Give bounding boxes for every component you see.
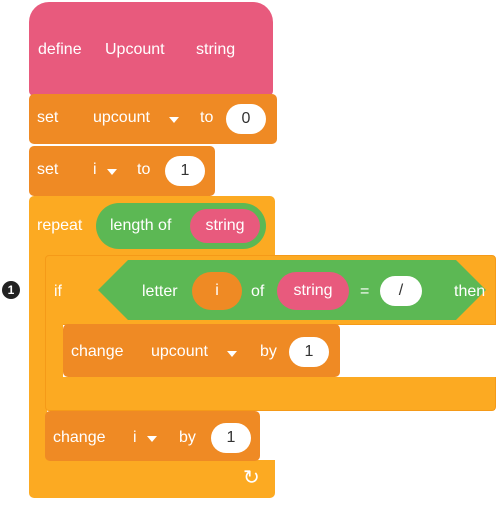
if-bottom-arm — [45, 377, 496, 411]
variable-dropdown-i[interactable]: i — [123, 420, 167, 454]
variable-dropdown-upcount[interactable]: upcount — [83, 102, 191, 136]
variable-name: upcount — [93, 109, 150, 126]
set-upcount-block[interactable]: set upcount to 0 — [29, 94, 277, 144]
loop-arrow-icon: ↻ — [243, 467, 260, 489]
to-label: to — [137, 161, 151, 178]
step-marker: 1 — [2, 281, 20, 299]
compare-value-input[interactable]: / — [380, 276, 422, 306]
variable-dropdown-upcount[interactable]: upcount — [141, 334, 245, 368]
chevron-down-icon — [227, 351, 237, 357]
then-keyword: then — [454, 283, 486, 300]
repeat-keyword: repeat — [37, 217, 83, 234]
define-block[interactable]: define Upcount string — [29, 2, 273, 96]
chevron-down-icon — [169, 117, 179, 123]
to-label: to — [200, 109, 214, 126]
string-argument[interactable]: string — [190, 209, 260, 243]
repeat-bottom-arm: ↻ — [29, 460, 275, 498]
change-upcount-block[interactable]: change upcount by 1 — [63, 324, 340, 377]
define-keyword: define — [38, 41, 82, 58]
value-input[interactable]: 0 — [226, 104, 266, 134]
variable-name: i — [93, 161, 97, 178]
variable-dropdown-i[interactable]: i — [83, 154, 127, 188]
define-param: string — [196, 41, 236, 58]
by-label: by — [260, 343, 277, 360]
if-block[interactable]: if letter i of string = / then — [45, 255, 496, 325]
repeat-left-arm — [29, 255, 47, 465]
if-keyword: if — [54, 283, 62, 300]
value-input[interactable]: 1 — [211, 423, 251, 453]
letter-index-reporter[interactable]: i — [192, 272, 242, 310]
equals-operator: = — [360, 283, 370, 300]
change-i-block[interactable]: change i by 1 — [45, 411, 260, 461]
value-input[interactable]: 1 — [165, 156, 205, 186]
by-label: by — [179, 429, 196, 446]
change-keyword: change — [53, 429, 106, 446]
letter-label: letter — [142, 283, 178, 300]
change-keyword: change — [71, 343, 124, 360]
chevron-down-icon — [147, 436, 157, 442]
length-of-label: length of — [110, 217, 172, 234]
set-keyword: set — [37, 161, 59, 178]
string-argument[interactable]: string — [277, 272, 349, 310]
if-left-arm — [45, 324, 63, 380]
define-name: Upcount — [105, 41, 165, 58]
value-input[interactable]: 1 — [289, 337, 329, 367]
variable-name: upcount — [151, 343, 208, 360]
length-of-reporter[interactable]: length of string — [96, 203, 266, 249]
chevron-down-icon — [107, 169, 117, 175]
repeat-block[interactable]: repeat length of string — [29, 196, 275, 256]
set-i-block[interactable]: set i to 1 — [29, 146, 215, 196]
of-label: of — [251, 283, 265, 300]
set-keyword: set — [37, 109, 59, 126]
variable-name: i — [133, 429, 137, 446]
